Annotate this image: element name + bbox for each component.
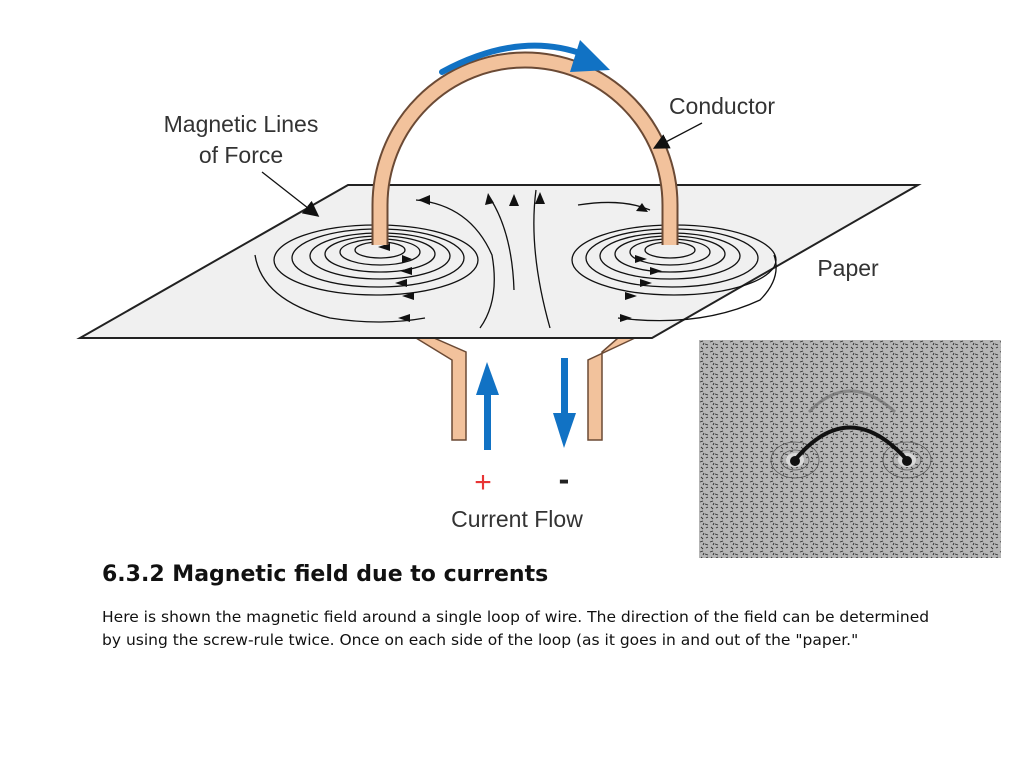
field-arrowheads xyxy=(378,192,662,322)
lines-of-force-label-line2: of Force xyxy=(199,142,283,168)
outer-field-lines xyxy=(254,189,777,329)
minus-sign: - xyxy=(559,461,570,497)
plus-sign: + xyxy=(474,466,492,499)
magnetic-field-loop-diagram: Magnetic Lines of Force Conductor Paper … xyxy=(76,40,922,532)
conductor-label: Conductor xyxy=(669,93,775,119)
current-direction-arrows xyxy=(476,358,576,450)
iron-filings-photo xyxy=(699,340,1001,558)
lines-of-force-label-line1: Magnetic Lines xyxy=(164,111,319,137)
current-flow-label: Current Flow xyxy=(451,506,583,532)
section-heading: 6.3.2 Magnetic field due to currents xyxy=(102,562,549,587)
section-description: Here is shown the magnetic field around … xyxy=(102,608,930,649)
arch-current-arrow xyxy=(439,42,588,75)
conductor-pointer xyxy=(652,122,703,149)
paper-label: Paper xyxy=(817,255,879,281)
lines-of-force-pointer xyxy=(261,171,320,217)
paper-sheet xyxy=(76,184,922,339)
arch-current-arrowhead xyxy=(570,40,610,72)
conductor-legs xyxy=(413,337,636,441)
